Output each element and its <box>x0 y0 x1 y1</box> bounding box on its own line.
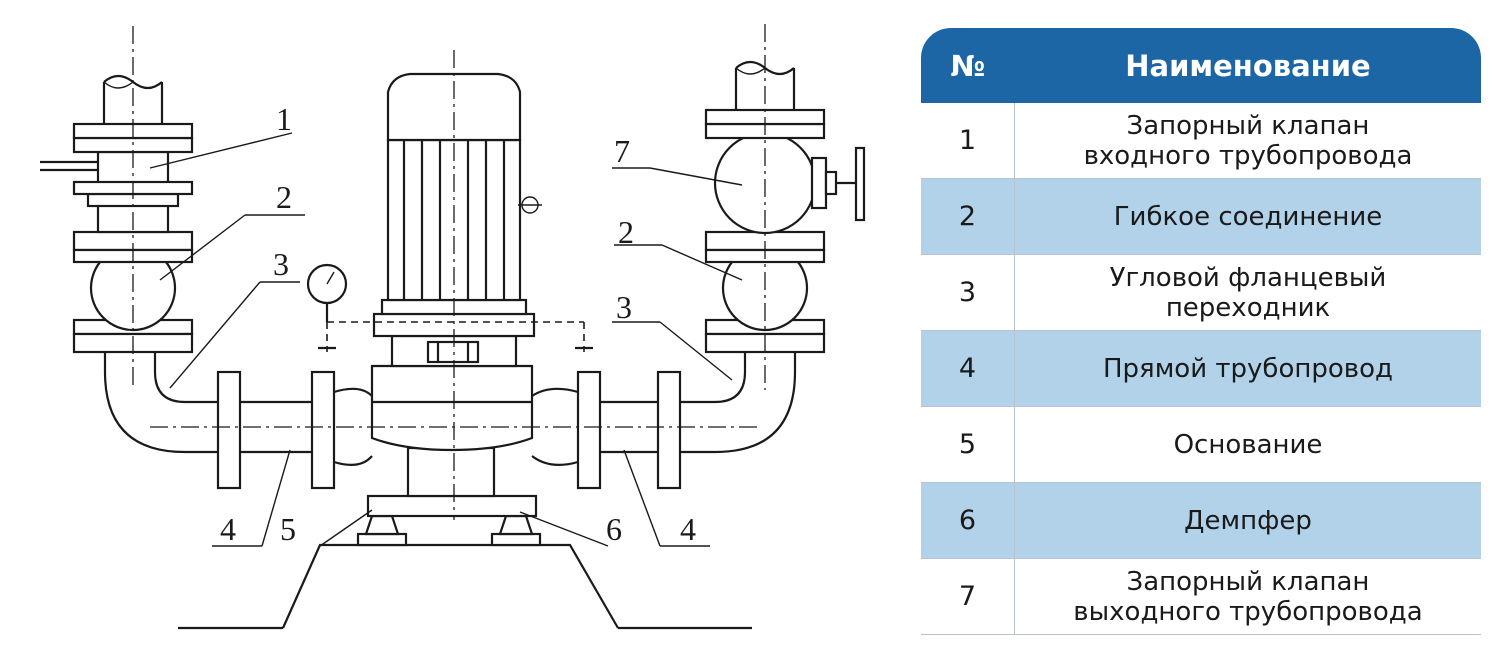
table-row: 3 Угловой фланцевый переходник <box>921 255 1481 331</box>
row-name-text: Демпфер <box>1184 505 1312 536</box>
callout-6: 6 <box>606 511 622 547</box>
table-row: 6 Демпфер <box>921 483 1481 559</box>
callout-1: 1 <box>276 101 292 137</box>
pump-base <box>366 446 538 518</box>
damper-left <box>356 514 408 547</box>
table-row: 2 Гибкое соединение <box>921 179 1481 255</box>
callout-4-right: 4 <box>680 511 696 547</box>
callout-3-left: 3 <box>273 246 289 282</box>
row-number: 1 <box>921 103 1015 179</box>
table-row: 7 Запорный клапан выходного трубопровода <box>921 559 1481 635</box>
table-row: 5 Основание <box>921 407 1481 483</box>
callout-labels: 1 2 3 4 5 6 4 3 2 7 <box>220 101 696 547</box>
row-number: 4 <box>921 331 1015 407</box>
table-header-row: № Наименование <box>921 28 1481 103</box>
row-number: 2 <box>921 179 1015 255</box>
row-number: 5 <box>921 407 1015 483</box>
callout-5: 5 <box>280 511 296 547</box>
foundation <box>178 543 752 630</box>
outlet-pipework <box>531 60 866 490</box>
row-number: 6 <box>921 483 1015 559</box>
header-name: Наименование <box>1015 28 1481 103</box>
callout-2-left: 2 <box>276 179 292 215</box>
row-name-text: Запорный клапан выходного трубопровода <box>1073 566 1423 627</box>
motor <box>372 72 542 338</box>
damper-right <box>490 514 542 547</box>
callout-4-left: 4 <box>220 511 236 547</box>
row-name: Гибкое соединение <box>1015 179 1481 255</box>
row-number: 7 <box>921 559 1015 635</box>
row-name: Запорный клапан входного трубопровода <box>1015 103 1481 179</box>
row-name-text: Запорный клапан входного трубопровода <box>1083 110 1413 171</box>
row-name: Угловой фланцевый переходник <box>1015 255 1481 331</box>
row-name: Основание <box>1015 407 1481 483</box>
row-name-text: Угловой фланцевый переходник <box>1109 262 1387 323</box>
pressure-gauge <box>306 263 593 352</box>
row-name-text: Основание <box>1173 429 1323 460</box>
callout-2-right: 2 <box>618 214 634 250</box>
row-name: Прямой трубопровод <box>1015 331 1481 407</box>
leader-lines <box>149 132 743 547</box>
header-number: № <box>921 28 1015 103</box>
row-name: Демпфер <box>1015 483 1481 559</box>
table-row: 4 Прямой трубопровод <box>921 331 1481 407</box>
table-row: 1 Запорный клапан входного трубопровода <box>921 103 1481 179</box>
components-table: № Наименование 1 Запорный клапан входног… <box>921 28 1481 635</box>
pump-body <box>370 334 534 452</box>
pump-installation-diagram: 1 2 3 4 5 6 4 3 2 7 <box>40 24 866 630</box>
centre-lines <box>132 24 766 520</box>
row-name-text: Гибкое соединение <box>1113 201 1383 232</box>
row-number: 3 <box>921 255 1015 331</box>
callout-7: 7 <box>614 133 630 169</box>
row-name: Запорный клапан выходного трубопровода <box>1015 559 1481 635</box>
callout-3-right: 3 <box>616 289 632 325</box>
row-name-text: Прямой трубопровод <box>1103 353 1393 384</box>
